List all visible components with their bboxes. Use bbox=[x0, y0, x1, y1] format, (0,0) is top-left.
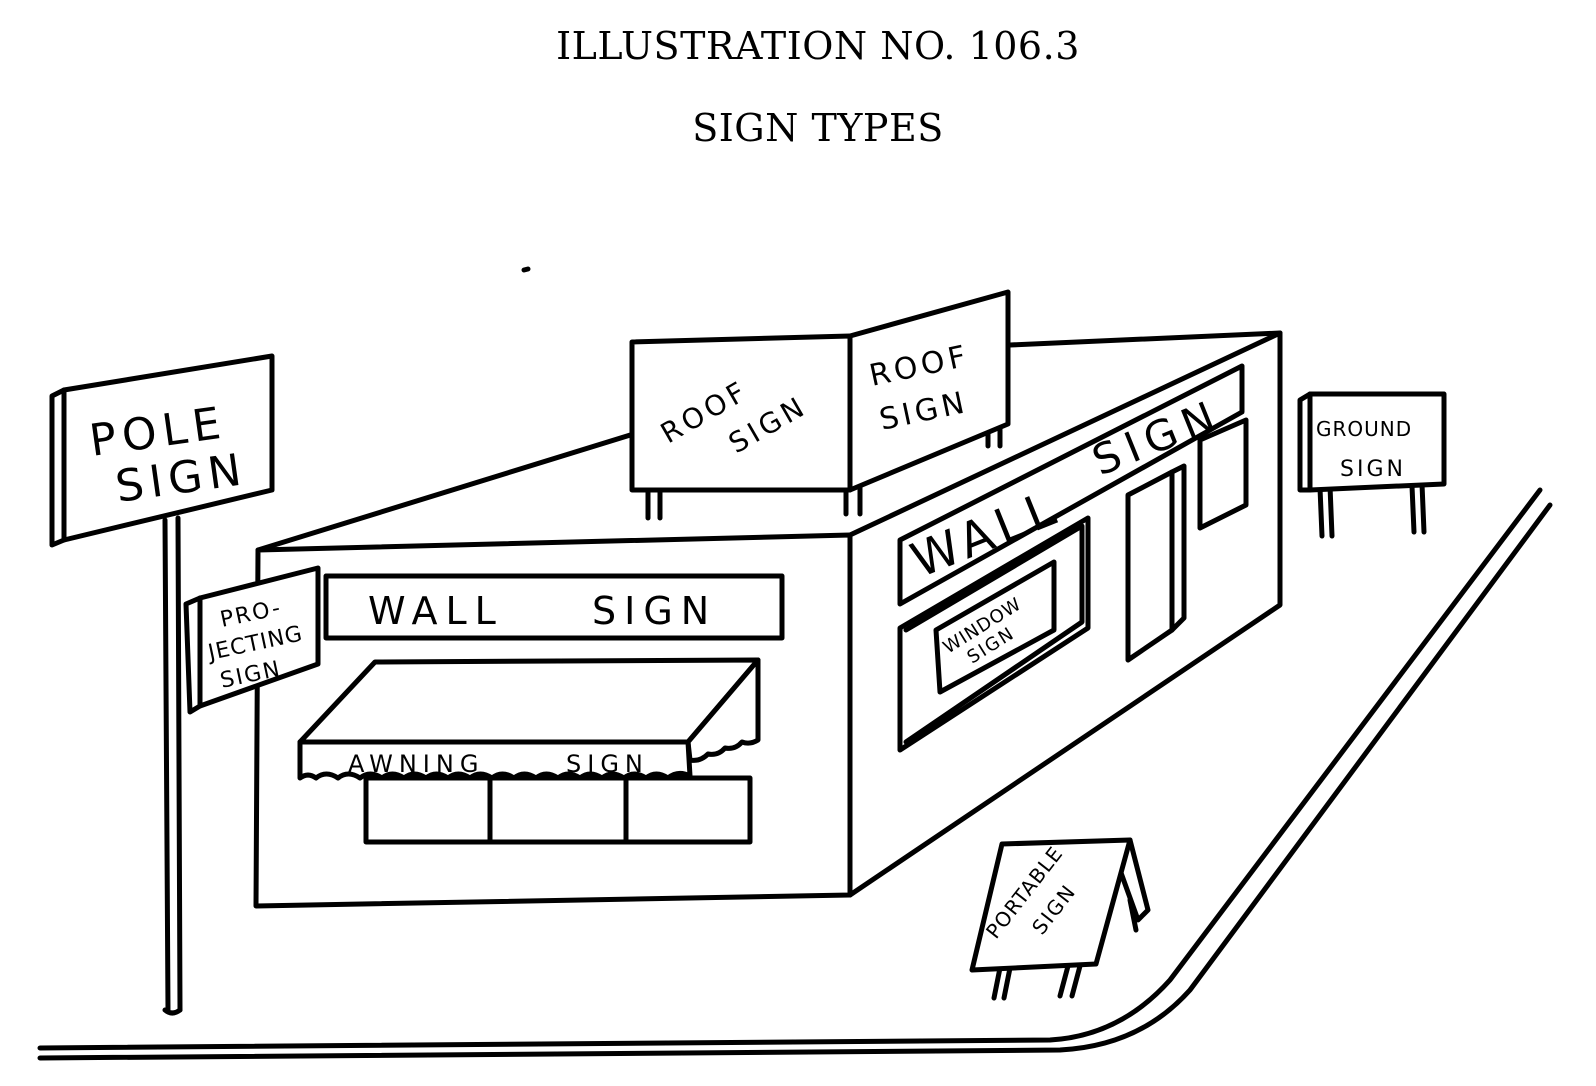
street-curb bbox=[37, 487, 1553, 1061]
awning-sign: AWNING SIGN bbox=[297, 657, 761, 781]
awning-sign-word1: AWNING bbox=[348, 750, 484, 778]
portable-sign: PORTABLE SIGN bbox=[969, 837, 1151, 1001]
storefront-windows bbox=[363, 775, 753, 845]
roof-sign: ROOF SIGN ROOF SIGN bbox=[629, 289, 1011, 521]
door bbox=[1125, 463, 1187, 663]
ground-sign-word1: GROUND bbox=[1316, 417, 1412, 441]
illustration-number: ILLUSTRATION NO. 106.3 bbox=[556, 24, 1080, 68]
pole-sign: POLE SIGN bbox=[49, 353, 275, 1016]
ground-sign-word2: SIGN bbox=[1340, 457, 1406, 482]
side-window bbox=[1197, 417, 1249, 531]
awning-sign-word2: SIGN bbox=[566, 750, 649, 778]
projecting-sign: PRO- JECTING SIGN bbox=[183, 565, 321, 715]
stray-mark bbox=[521, 266, 531, 273]
window-sign: WINDOW SIGN bbox=[897, 515, 1091, 753]
wall-sign-front-word1: WALL bbox=[368, 589, 504, 633]
wall-sign-front: WALL SIGN bbox=[323, 573, 785, 641]
diagram-title: SIGN TYPES bbox=[692, 106, 944, 150]
ground-sign: GROUND SIGN bbox=[1297, 391, 1447, 539]
wall-sign-front-word2: SIGN bbox=[592, 589, 717, 633]
